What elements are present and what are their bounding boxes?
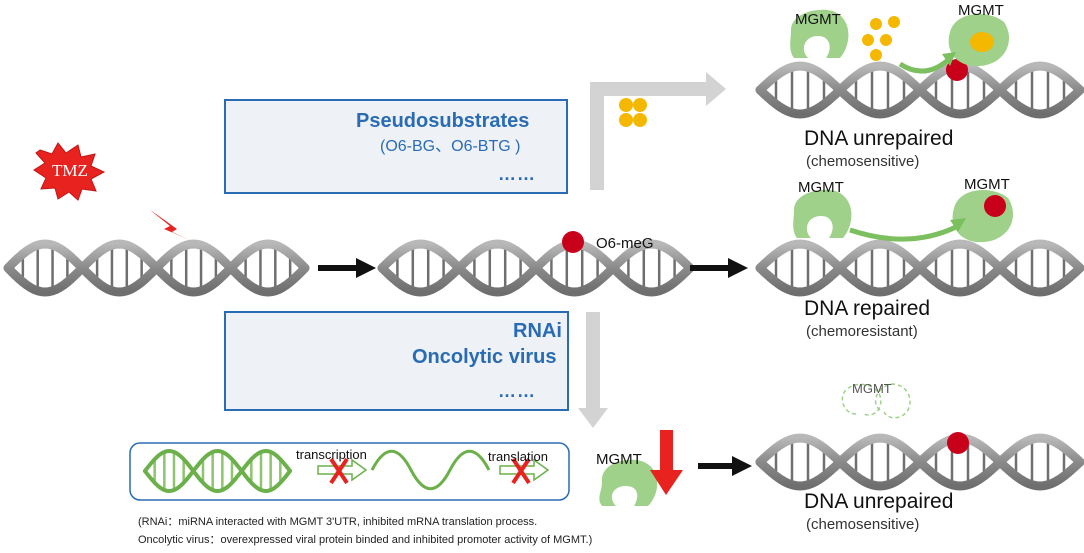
- footnote-line-2: Oncolytic virus：overexpressed viral prot…: [138, 534, 593, 546]
- curved-arrow-mid-head: [950, 218, 966, 232]
- dna-strand: [3, 239, 310, 297]
- translation-blocked-icon: [511, 457, 531, 485]
- pseudosubstrates-title: Pseudosubstrates: [356, 110, 530, 132]
- transcription-label: transcription: [296, 447, 367, 462]
- mgmt-enzyme-top-left: [790, 9, 849, 58]
- rnai-title: RNAi: [513, 320, 562, 342]
- lesion-top: [946, 59, 968, 81]
- oncolytic-virus-title: Oncolytic virus: [412, 346, 557, 368]
- removed-methyl-group: [984, 195, 1006, 217]
- mgmt-label-mid-left: MGMT: [798, 179, 844, 196]
- result-middle: DNA repaired: [804, 297, 931, 320]
- dna-strand: [143, 448, 292, 494]
- pseudosubstrate-pathway-arrow: [590, 72, 726, 190]
- lightning-icon: [150, 210, 190, 240]
- rnai-pathway-arrow: [578, 312, 608, 428]
- tmz-burst-icon: [33, 142, 106, 201]
- arrow-to-unrepaired-bottom: [698, 456, 752, 476]
- mgmt-enzyme-downregulated: [599, 459, 658, 506]
- o6-meg-lesion: [562, 231, 584, 253]
- lesion-bottom: [947, 432, 969, 454]
- gene-dna-helix: [143, 448, 292, 494]
- mgmt-label-top-left: MGMT: [795, 11, 841, 28]
- pseudosubstrates-ellipsis: ……: [498, 164, 536, 184]
- dna-strand: [377, 239, 695, 297]
- pseudosubstrate-in-enzyme: [970, 32, 994, 52]
- result-bottom: DNA unrepaired: [804, 490, 954, 513]
- pseudosubstrate-molecules: [619, 98, 647, 127]
- arrow-to-methylated: [318, 258, 376, 278]
- pseudosubstrate-molecules-bound: [862, 16, 900, 61]
- mgmt-label-mid-right: MGMT: [964, 176, 1010, 193]
- dna-helix-initial: [3, 239, 310, 297]
- dna-helix-unrepaired-top: [755, 61, 1084, 119]
- mgmt-label-downregulated: MGMT: [596, 451, 642, 468]
- arrow-to-repair: [690, 258, 748, 278]
- response-top: (chemosensitive): [806, 153, 920, 170]
- dna-helix-unrepaired-bottom: [755, 433, 1084, 491]
- tmz-label: TMZ: [52, 161, 88, 180]
- transcription-blocked-icon: [329, 457, 349, 485]
- dna-helix-methylated: [377, 239, 695, 297]
- response-bottom: (chemosensitive): [806, 516, 920, 533]
- downregulation-arrow-icon: [650, 430, 683, 495]
- dna-strand: [755, 239, 1084, 297]
- translation-label: translation: [488, 449, 548, 464]
- pseudosubstrates-box: [224, 99, 568, 194]
- response-middle: (chemoresistant): [806, 323, 918, 340]
- mgmt-enzyme-mid-right: [952, 189, 1014, 243]
- mrna-strand: [370, 449, 491, 491]
- dna-strand: [755, 433, 1084, 491]
- pseudosubstrates-examples: (O6-BG、O6-BTG ): [380, 138, 521, 155]
- dna-helix-repaired: [755, 239, 1084, 297]
- dna-strand: [755, 61, 1084, 119]
- curved-arrow-mid: [849, 223, 960, 242]
- result-top: DNA unrepaired: [804, 127, 954, 150]
- rnai-ellipsis: ……: [498, 381, 536, 401]
- mgmt-ghost-label: MGMT: [852, 381, 892, 396]
- footnote-line-1: (RNAi：miRNA interacted with MGMT 3'UTR, …: [138, 516, 538, 528]
- o6-meg-label: O6-meG: [596, 235, 654, 252]
- mgmt-ghost-icon: [841, 383, 911, 419]
- mgmt-enzyme-mid-left: [793, 189, 852, 238]
- dna-strand: [143, 448, 292, 494]
- mgmt-label-top-right: MGMT: [958, 2, 1004, 19]
- curved-arrow-top-head: [942, 52, 956, 66]
- curved-arrow-top: [898, 58, 950, 74]
- rnai-box: [224, 311, 569, 411]
